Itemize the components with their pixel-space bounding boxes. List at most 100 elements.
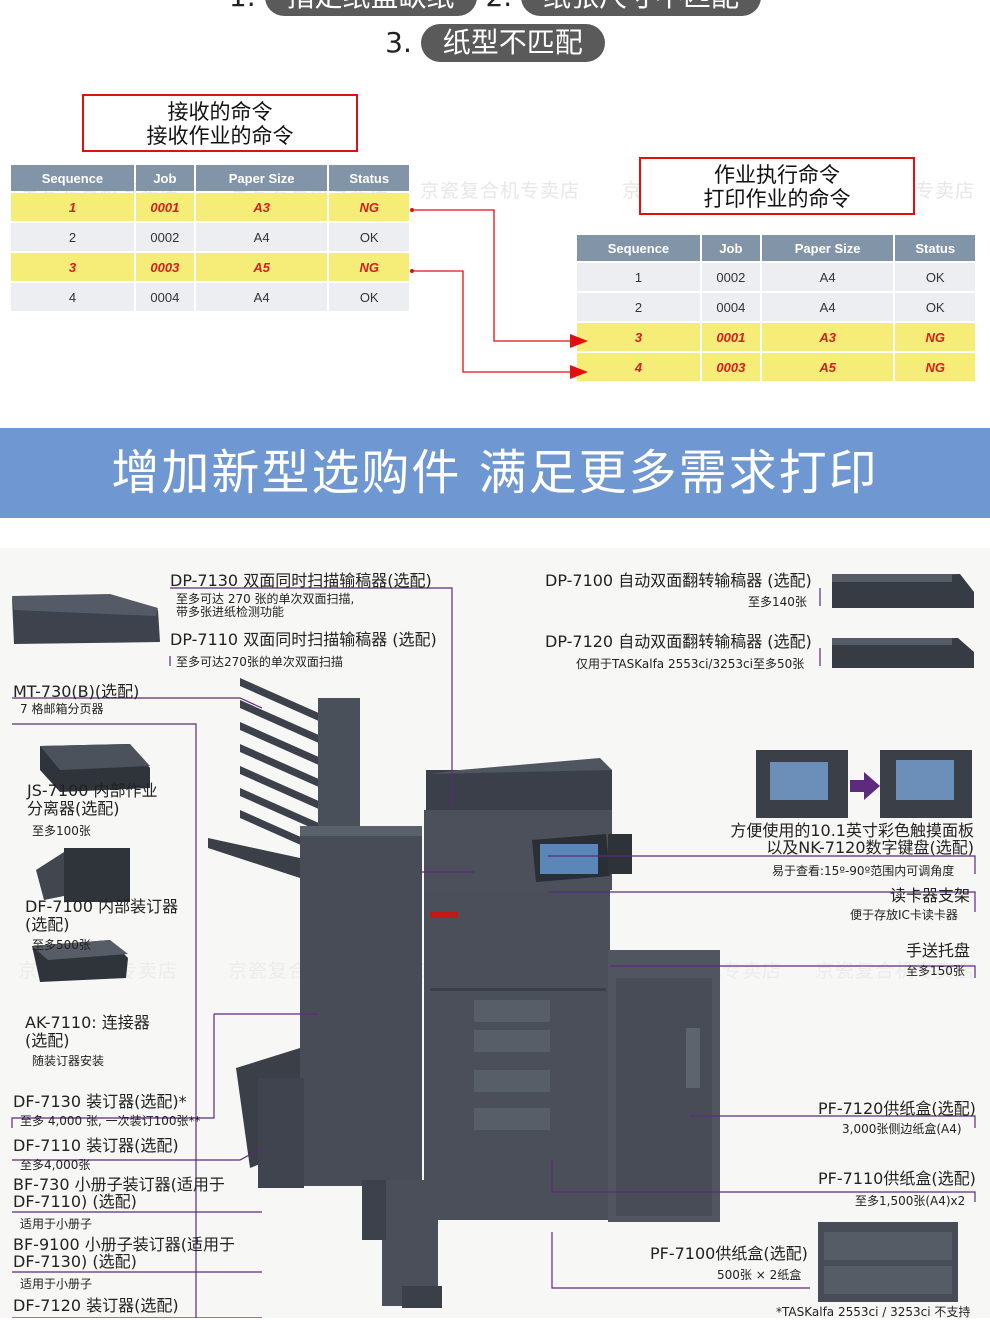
js7100-desc: 至多100张 (32, 824, 91, 838)
table-cell: 0003 (701, 353, 760, 381)
issue-pill: 纸张尺寸不匹配 (521, 0, 762, 16)
reorder-arrows (410, 208, 588, 379)
table-cell: OK (329, 283, 409, 311)
pf7120-title: PF-7120供纸盒(选配) (818, 1099, 976, 1118)
mt730-title: MT-730(B)(选配) (13, 682, 140, 701)
watermark: 京瓷复合机专卖店 (420, 180, 581, 202)
mt730-desc: 7 格邮箱分页器 (20, 702, 104, 716)
col-job: Job (135, 165, 194, 191)
pf7120-desc: 3,000张侧边纸盒(A4) (842, 1122, 962, 1136)
leader-lines (11, 587, 976, 1318)
dp7110-title: DP-7110 双面同时扫描输稿器 (选配) (170, 630, 437, 649)
bypass-title: 手送托盘 (906, 941, 971, 960)
bf9100-title: BF-9100 小册子装订器(适用于 DF-7130) (选配) (13, 1235, 236, 1271)
table-cell: 0004 (135, 283, 194, 311)
dp7110-desc: 至多可达270张的单次双面扫描 (176, 655, 343, 669)
col-status: Status (895, 235, 975, 261)
mt730-mailbox-image (240, 678, 360, 858)
table-cell: 2 (11, 223, 134, 251)
table-cell: 0001 (701, 323, 760, 351)
main-printer-body (424, 758, 720, 1222)
col-sequence: Sequence (577, 235, 700, 261)
table-cell: A4 (761, 293, 894, 321)
dp7130-product-image (12, 594, 160, 644)
bf730-desc: 适用于小册子 (20, 1217, 93, 1231)
cardreader-title: 读卡器支架 (890, 886, 971, 905)
table-cell: 3 (11, 253, 134, 281)
dp7120-product-image (832, 638, 974, 668)
touch-panel-images (756, 750, 972, 818)
footnote: *TASKalfa 2553ci / 3253ci 不支持 (776, 1305, 971, 1319)
col-status: Status (329, 165, 409, 191)
df7100-desc: 至多500张 (32, 938, 91, 952)
table-cell: A3 (195, 193, 328, 221)
df7100-title: DF-7100 内部装订器 (选配) (25, 897, 179, 934)
table-cell: OK (329, 223, 409, 251)
panel-desc: 易于查看:15º-90º范围内可调角度 (772, 864, 955, 878)
col-paper-size: Paper Size (195, 165, 328, 191)
table-cell: NG (895, 353, 975, 381)
table-cell: A3 (761, 323, 894, 351)
pf7100-desc: 500张 × 2纸盒 (717, 1268, 802, 1282)
received-command-caption: 接收的命令 接收作业的命令 (82, 94, 358, 152)
pf7110-desc: 至多1,500张(A4)x2 (855, 1194, 966, 1208)
table-cell: OK (895, 263, 975, 291)
table-cell: A5 (761, 353, 894, 381)
table-cell: A5 (195, 253, 328, 281)
finisher-body (208, 826, 422, 1188)
table-cell: NG (895, 323, 975, 351)
df7100-image (36, 848, 130, 902)
arrow-line (412, 209, 574, 342)
printer-illustration (11, 574, 976, 1318)
table-cell: NG (329, 193, 409, 221)
table-cell: OK (895, 293, 975, 321)
ak7110-title: AK-7110: 连接器 (选配) (25, 1013, 150, 1050)
js7100-image (40, 744, 150, 792)
table-cell: 1 (11, 193, 134, 221)
pf7110-title: PF-7110供纸盒(选配) (818, 1169, 976, 1188)
dp7100-desc: 至多140张 (748, 595, 807, 609)
table-cell: 0001 (135, 193, 194, 221)
dp7100-title: DP-7100 自动双面翻转输稿器 (选配) (545, 571, 812, 590)
dp7130-title: DP-7130 双面同时扫描输稿器(选配) (170, 571, 432, 590)
table-cell: 0002 (701, 263, 760, 291)
table-cell: NG (329, 253, 409, 281)
arrow-head (570, 334, 588, 348)
df7130-title: DF-7130 装订器(选配)* (13, 1092, 187, 1111)
issue-list-row-2: 3. 纸型不匹配 (0, 24, 990, 62)
col-job: Job (701, 235, 760, 261)
df7120-title: DF-7120 装订器(选配) (13, 1296, 179, 1315)
table-cell: A4 (195, 223, 328, 251)
col-paper-size: Paper Size (761, 235, 894, 261)
table-cell: 0002 (135, 223, 194, 251)
table-cell: 4 (577, 353, 700, 381)
pf7100-title: PF-7100供纸盒(选配) (650, 1244, 808, 1263)
table-cell: 0003 (135, 253, 194, 281)
issue-list-row-1: 1. 指定纸盒缺纸 2. 纸张尺寸不匹配 (0, 0, 990, 16)
execution-command-caption: 作业执行命令 打印作业的命令 (639, 157, 915, 215)
table-cell: 4 (11, 283, 134, 311)
dp7130-desc: 至多可达 270 张的单次双面扫描, 带多张进纸检测功能 (176, 592, 355, 619)
section-banner: 增加新型选购件 满足更多需求打印 (0, 428, 990, 518)
arrow-right-icon (850, 772, 880, 800)
dp7120-title: DP-7120 自动双面翻转输稿器 (选配) (545, 632, 812, 651)
issue-number: 2. (485, 0, 512, 13)
df7110-title: DF-7110 装订器(选配) (13, 1136, 179, 1155)
ak7110-desc: 随装订器安装 (32, 1054, 105, 1068)
dp7100-product-image (832, 574, 974, 608)
bypass-desc: 至多150张 (906, 964, 965, 978)
df7130-desc: 至多 4,000 张, 一次装订100张** (20, 1114, 201, 1128)
bf730-title: BF-730 小册子装订器(适用于 DF-7110) (选配) (13, 1175, 225, 1211)
panel-title: 方便使用的10.1英寸彩色触摸面板 以及NK-7120数字键盘(选配) (730, 821, 974, 857)
ak7110-image (32, 940, 128, 982)
col-sequence: Sequence (11, 165, 134, 191)
issue-number: 1. (229, 0, 256, 13)
